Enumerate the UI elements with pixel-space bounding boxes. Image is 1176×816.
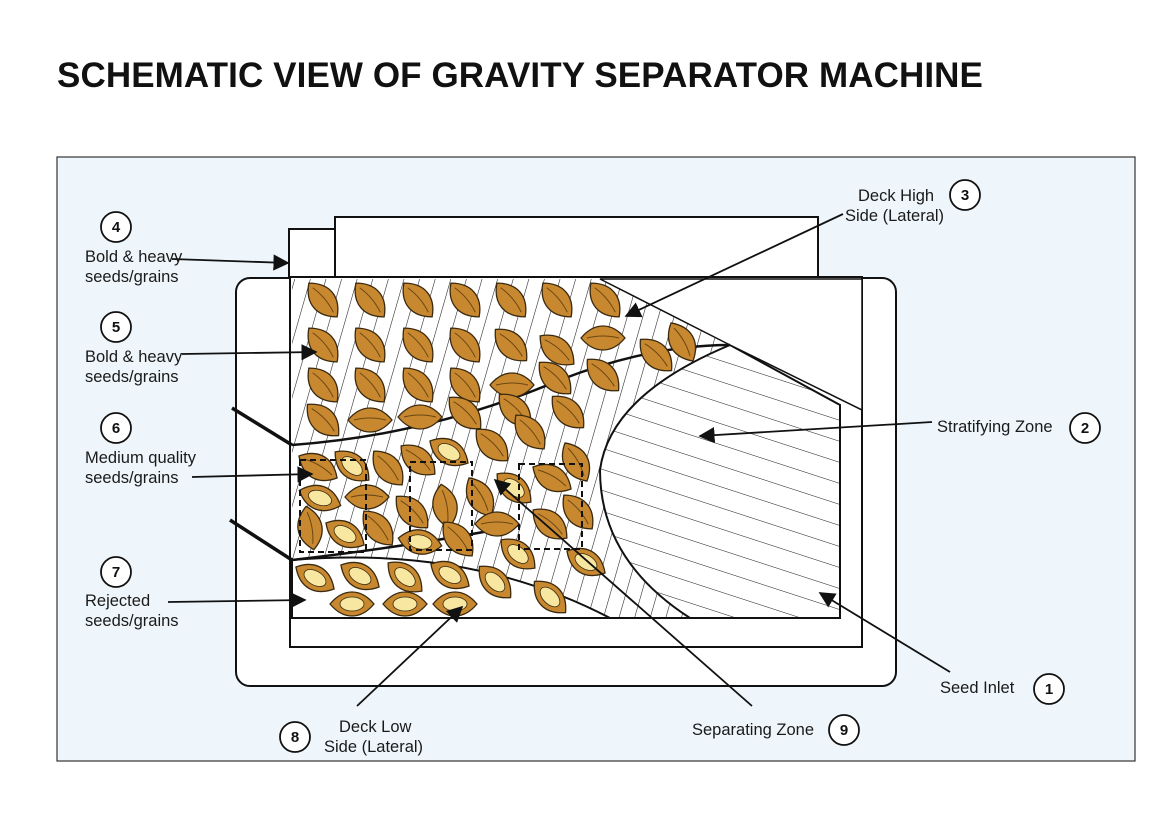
bold-seeds-group (306, 282, 697, 437)
bold-seed (639, 338, 673, 372)
rejected-seeds-group (295, 560, 567, 617)
bold-seed (402, 282, 434, 318)
bold-seed (307, 282, 339, 318)
bold-seed (347, 407, 393, 433)
bold-seed (307, 367, 339, 403)
separating-zone-hatch (292, 279, 730, 618)
svg-text:seeds/grains: seeds/grains (85, 612, 179, 630)
medium-seed (297, 505, 323, 551)
deck-high-side-wall (334, 216, 819, 278)
bold-seed (402, 327, 434, 363)
bold-seed (402, 367, 434, 403)
label-rejected: 7 Rejected seeds/grains (85, 556, 179, 630)
medium-seed (442, 521, 474, 557)
svg-text:3: 3 (961, 187, 969, 204)
bold-seed (397, 404, 443, 430)
medium-seed (532, 463, 572, 493)
medium-seed (562, 494, 594, 530)
page-title: SCHEMATIC VIEW OF GRAVITY SEPARATOR MACH… (57, 56, 984, 95)
label-stratifying-zone: Stratifying Zone 2 (937, 412, 1101, 444)
svg-text:Bold & heavy: Bold & heavy (85, 248, 183, 266)
svg-text:Deck Low: Deck Low (339, 718, 412, 736)
bold-seed (551, 395, 585, 429)
bold-seed (448, 396, 482, 430)
svg-text:Side (Lateral): Side (Lateral) (845, 207, 944, 225)
bold-seed (495, 282, 527, 318)
medium-seed (334, 450, 370, 482)
medium-seed (325, 519, 365, 549)
svg-text:9: 9 (840, 722, 848, 739)
medium-seed (298, 484, 342, 512)
svg-text:seeds/grains: seeds/grains (85, 368, 179, 386)
bold-seed (539, 334, 575, 366)
svg-text:seeds/grains: seeds/grains (85, 268, 179, 286)
svg-text:7: 7 (112, 564, 120, 581)
svg-text:Stratifying Zone: Stratifying Zone (937, 418, 1053, 436)
stratifying-zone (598, 343, 841, 619)
high-side-wedge (599, 278, 862, 411)
bold-seed (494, 328, 528, 362)
rejected-seed (478, 565, 512, 599)
rejected-seed (387, 561, 423, 593)
label-seed-inlet: Seed Inlet 1 (940, 673, 1065, 705)
medium-sample-frames (299, 459, 583, 553)
svg-text:Bold & heavy: Bold & heavy (85, 348, 183, 366)
label-bold-heavy-1: 4 Bold & heavy seeds/grains (85, 211, 183, 286)
label-medium-quality: 6 Medium quality seeds/grains (85, 412, 197, 487)
bold-seed (354, 367, 386, 403)
svg-text:Seed Inlet: Seed Inlet (940, 679, 1015, 697)
rejected-seed (340, 561, 380, 591)
medium-seed (395, 495, 429, 529)
svg-text:1: 1 (1045, 681, 1053, 698)
svg-text:6: 6 (112, 420, 120, 437)
medium-seed (532, 508, 568, 540)
bold-seed (306, 403, 340, 437)
rejected-seed (329, 591, 375, 617)
medium-seed (429, 437, 469, 467)
bold-seed (586, 358, 620, 392)
bold-seed (667, 322, 697, 362)
bold-seed (449, 367, 481, 403)
svg-text:2: 2 (1081, 420, 1089, 437)
bold-seed-outlet (288, 228, 336, 278)
medium-seed (500, 538, 536, 570)
svg-text:Deck High: Deck High (858, 187, 934, 205)
svg-text:5: 5 (112, 319, 120, 336)
svg-text:8: 8 (291, 729, 299, 746)
svg-text:Rejected: Rejected (85, 592, 150, 610)
rejected-seed (382, 591, 428, 617)
bold-seed (541, 282, 573, 318)
label-deck-low-side: 8 Deck Low Side (Lateral) (279, 718, 423, 756)
medium-seed (475, 428, 509, 462)
svg-text:Side (Lateral): Side (Lateral) (324, 738, 423, 756)
svg-text:seeds/grains: seeds/grains (85, 469, 179, 487)
bold-seed (589, 282, 621, 318)
bold-seed (354, 327, 386, 363)
bold-seed (538, 361, 572, 395)
medium-seed (372, 450, 404, 486)
label-bold-heavy-2: 5 Bold & heavy seeds/grains (85, 311, 183, 386)
label-separating-zone: Separating Zone 9 (692, 714, 860, 746)
bold-seed (449, 327, 481, 363)
medium-seeds-group (297, 414, 606, 577)
rejected-seed (533, 580, 567, 614)
rejected-seed (295, 563, 335, 593)
svg-text:Separating Zone: Separating Zone (692, 721, 814, 739)
rejected-seed (430, 560, 470, 590)
svg-text:4: 4 (112, 219, 121, 236)
medium-seed (514, 414, 546, 450)
svg-text:Medium quality: Medium quality (85, 449, 197, 467)
bold-seed (580, 325, 626, 351)
rejected-seed (432, 591, 478, 617)
label-deck-high-side: Deck High Side (Lateral) 3 (845, 179, 981, 225)
bold-seed (354, 282, 386, 318)
bold-seed (449, 282, 481, 318)
